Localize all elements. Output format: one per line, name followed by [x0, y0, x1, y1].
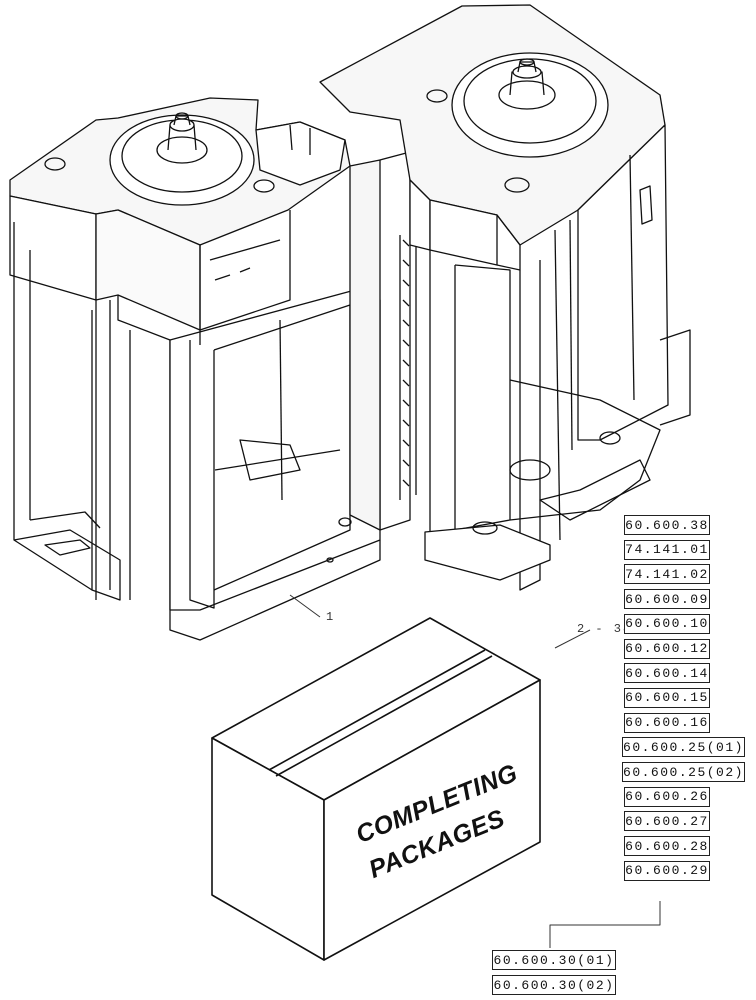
right-hopper — [319, 4, 691, 591]
reference-box[interactable]: 60.600.29 — [624, 860, 710, 881]
callout-item-range: 2 - 38 — [577, 622, 633, 636]
reference-box[interactable]: 60.600.14 — [624, 663, 710, 684]
reference-box[interactable]: 60.600.25(02) — [622, 762, 745, 782]
reference-box[interactable]: 60.600.12 — [624, 638, 710, 659]
reference-box[interactable]: 60.600.26 — [624, 786, 710, 807]
reference-box[interactable]: 60.600.28 — [624, 836, 710, 857]
left-hopper — [9, 97, 351, 610]
reference-box[interactable]: 60.600.27 — [624, 811, 710, 832]
reference-box[interactable]: 74.141.02 — [624, 564, 710, 585]
sub-reference-box[interactable]: 60.600.30(01) — [492, 950, 616, 970]
sub-reference-box[interactable]: 60.600.30(02) — [492, 975, 616, 995]
callout-item-1: 1 — [326, 610, 336, 624]
reference-box[interactable]: 60.600.15 — [624, 687, 710, 708]
center-frame — [169, 151, 417, 641]
reference-box[interactable]: 60.600.09 — [624, 589, 710, 610]
reference-box[interactable]: 60.600.10 — [624, 613, 710, 634]
completing-packages-box — [211, 617, 541, 961]
leader-lines — [289, 594, 661, 948]
reference-box[interactable]: 60.600.16 — [624, 712, 710, 733]
reference-box[interactable]: 60.600.38 — [624, 515, 710, 535]
reference-box[interactable]: 74.141.01 — [624, 539, 710, 560]
reference-box[interactable]: 60.600.25(01) — [622, 737, 745, 758]
